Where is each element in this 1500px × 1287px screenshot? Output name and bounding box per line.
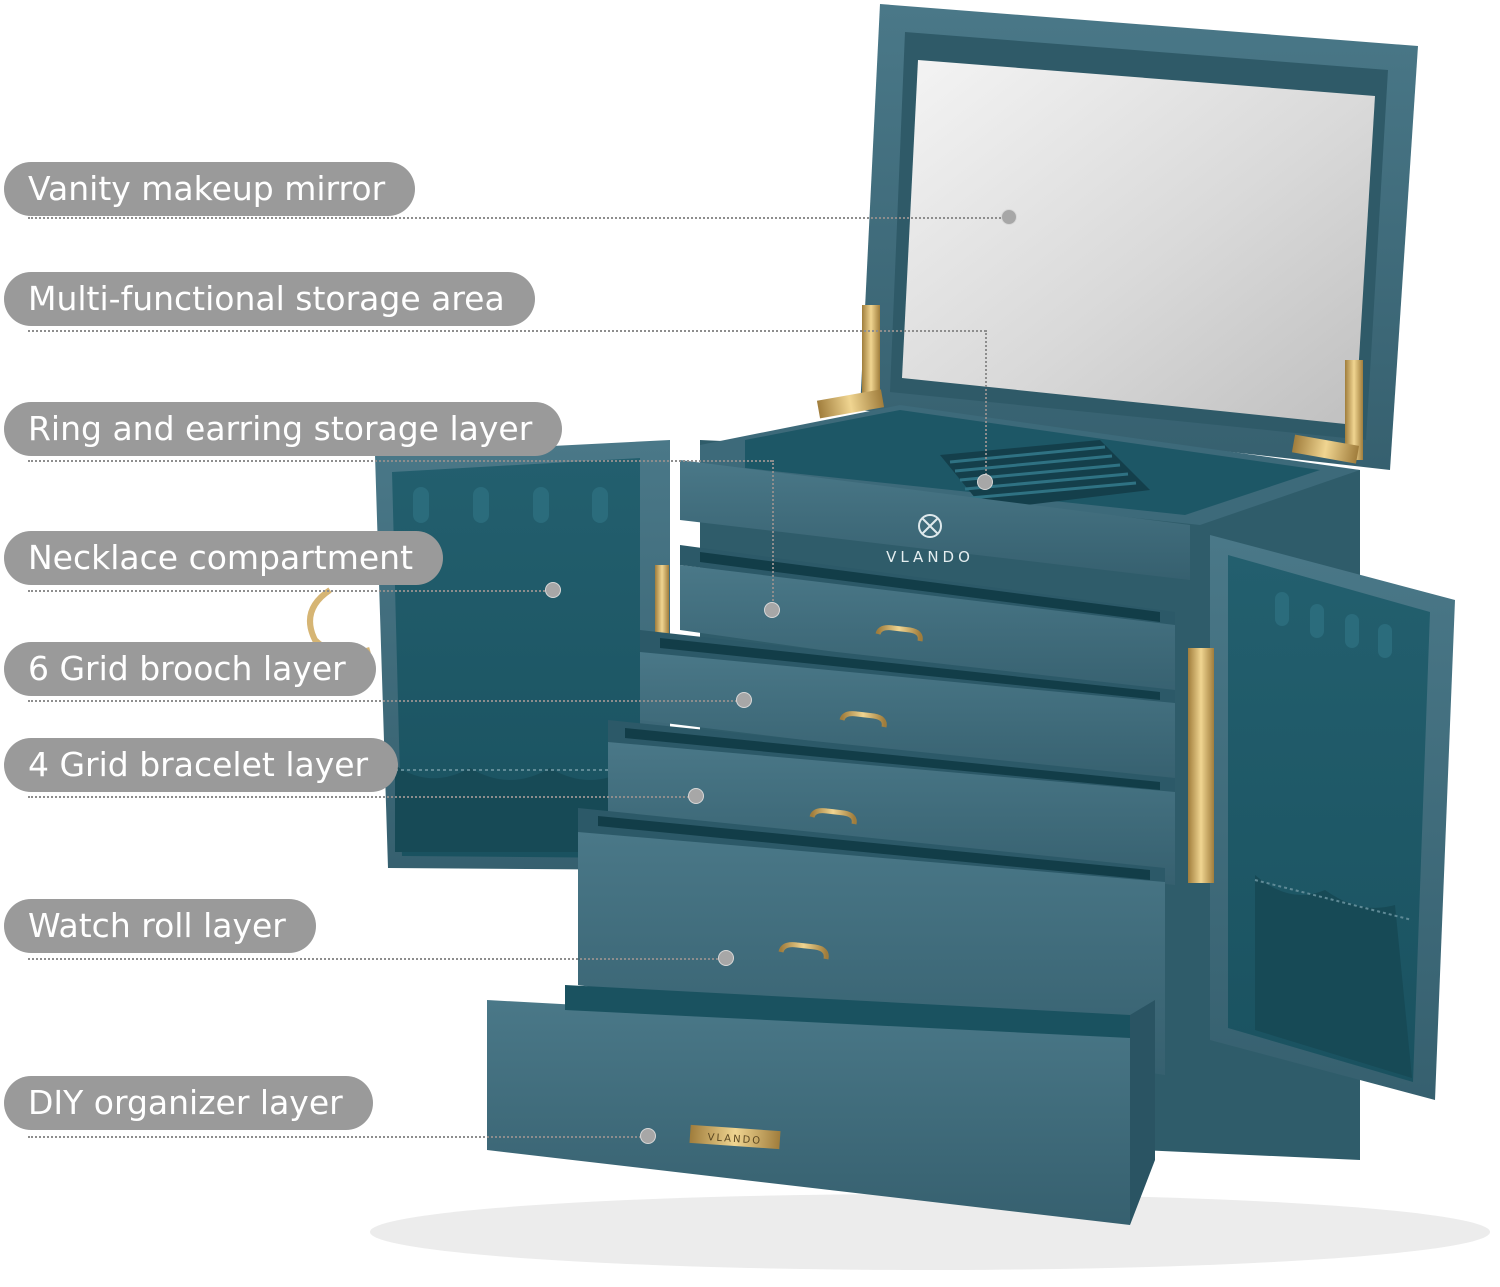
callout-bracelet: 4 Grid bracelet layer <box>4 738 399 792</box>
marker-storage-area <box>977 474 993 490</box>
left-door <box>307 440 670 870</box>
leader-brooch <box>28 700 744 702</box>
marker-bracelet <box>688 788 704 804</box>
drawer-ring-earring <box>680 545 1175 700</box>
leader-storage-area <box>28 330 986 332</box>
marker-vanity-mirror <box>1001 209 1017 225</box>
marker-brooch <box>736 692 752 708</box>
callout-vanity-mirror: Vanity makeup mirror <box>4 162 416 216</box>
callout-watch-roll: Watch roll layer <box>4 899 316 953</box>
callout-necklace: Necklace compartment <box>4 531 444 585</box>
callout-ring-earring: Ring and earring storage layer <box>4 402 563 456</box>
marker-watch-roll <box>718 950 734 966</box>
leader-ring-earring-vertical <box>772 460 774 608</box>
drawer-diy-organizer: VLANDO <box>487 985 1155 1225</box>
leader-ring-earring <box>28 460 772 462</box>
callout-diy-organizer: DIY organizer layer <box>4 1076 373 1130</box>
floor-shadow <box>370 1194 1490 1270</box>
marker-ring-earring <box>764 602 780 618</box>
top-tray <box>680 405 1360 580</box>
marker-necklace <box>545 582 561 598</box>
drawer-plate-text: VLANDO <box>707 1132 762 1147</box>
drawer-brooch <box>640 630 1175 785</box>
drawer-bracelet <box>608 720 1175 885</box>
right-door <box>1210 535 1455 1100</box>
marker-diy-organizer <box>640 1128 656 1144</box>
leader-diy-organizer <box>28 1136 648 1138</box>
leader-storage-area-vertical <box>985 330 987 482</box>
lid-logo-text: VLANDO <box>886 548 974 566</box>
leader-bracelet <box>28 796 696 798</box>
lid-mirror <box>860 4 1418 470</box>
leader-watch-roll <box>28 958 726 960</box>
lid-logo: VLANDO <box>886 514 974 566</box>
leader-vanity-mirror <box>28 217 1008 219</box>
hinges <box>655 305 1363 883</box>
callout-storage-area: Multi-functional storage area <box>4 272 535 326</box>
callout-brooch: 6 Grid brooch layer <box>4 642 376 696</box>
leader-necklace <box>28 590 548 592</box>
